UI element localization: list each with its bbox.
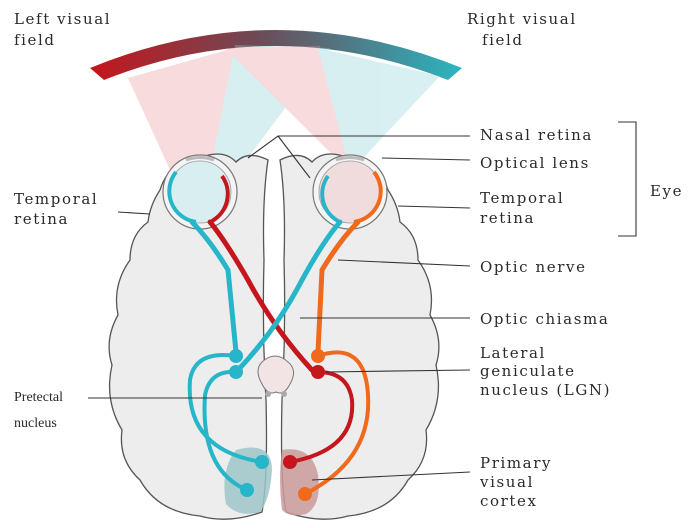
left-temporal-retina-label: Temporal retina: [14, 190, 105, 228]
left-cortex-lower-node: [240, 483, 254, 497]
right-cortex-lower-node: [298, 487, 312, 501]
eye-label: Eye: [650, 182, 683, 200]
right-visual-field-label: Right visual field: [467, 10, 583, 49]
optic-chiasma-label: Optic chiasma: [480, 310, 609, 328]
pretectal-dot-left: [265, 391, 271, 397]
left-lgn-lower-node: [229, 365, 243, 379]
left-lgn-upper-node: [229, 349, 243, 363]
left-cortex-upper-node: [255, 455, 269, 469]
right-eye: [313, 155, 387, 229]
primary-visual-cortex-label: Primary visual cortex: [479, 454, 558, 510]
right-temporal-retina-label: Temporal retina: [480, 189, 571, 227]
optic-nerve-label: Optic nerve: [480, 258, 587, 276]
right-cortex-upper-node: [283, 455, 297, 469]
pretectal-dot-right: [281, 391, 287, 397]
optical-lens-label: Optical lens: [480, 154, 590, 172]
right-lgn-upper-node: [311, 349, 325, 363]
left-visual-field-label: Left visual field: [14, 10, 118, 49]
left-eye: [163, 155, 237, 229]
lgn-label: Lateral geniculate nucleus (LGN): [480, 344, 611, 399]
right-lgn-lower-node: [311, 365, 325, 379]
pretectal-nucleus-label: Pretectal nucleus: [14, 390, 66, 431]
brain: [109, 154, 439, 519]
nasal-retina-label: Nasal retina: [480, 126, 593, 144]
